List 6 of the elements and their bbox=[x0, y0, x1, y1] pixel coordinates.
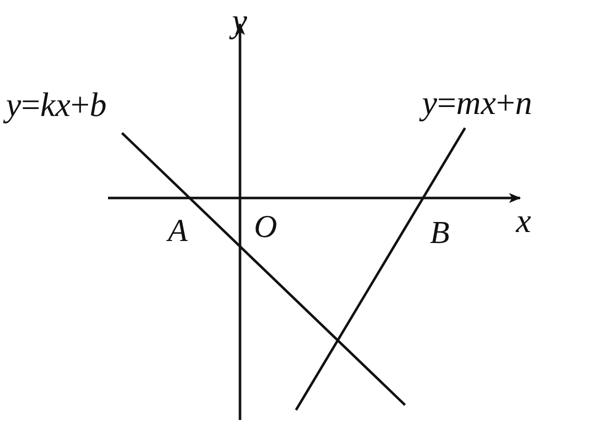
origin-label: O bbox=[253, 208, 278, 245]
point-label: A bbox=[165, 212, 189, 249]
axis-label: x bbox=[514, 202, 532, 242]
equation-label: y=mx+n bbox=[416, 84, 536, 124]
equation-label: y=kx+b bbox=[0, 86, 111, 126]
point-label: B bbox=[429, 214, 451, 251]
